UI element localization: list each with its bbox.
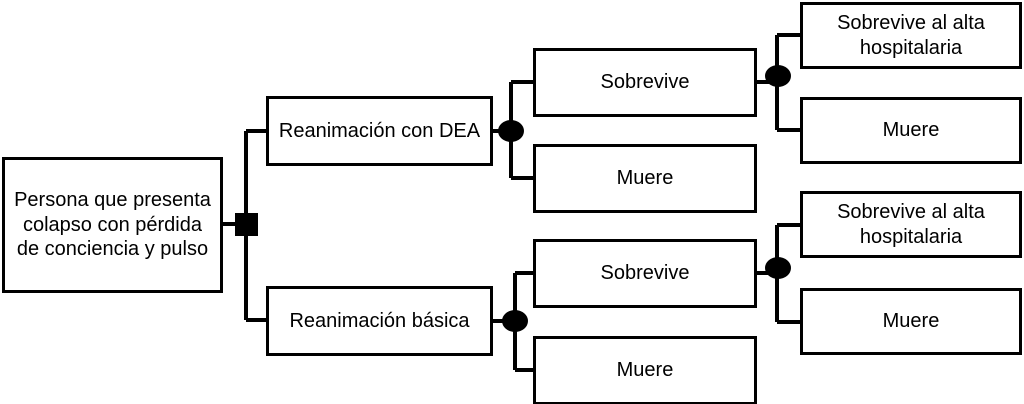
node-basica-terminal-muere[interactable]: Muere [800, 288, 1022, 355]
node-basica-terminal-alta-label: Sobrevive al alta hospitalaria [837, 201, 985, 248]
node-basica-outcome-muere-label: Muere [616, 359, 674, 382]
node-dea-outcome-muere[interactable]: Muere [533, 144, 757, 213]
node-dea-outcome-sobrevive-label: Sobrevive [600, 71, 690, 94]
node-dea-terminal-alta[interactable]: Sobrevive al alta hospitalaria [800, 2, 1022, 69]
node-dea-outcome-muere-label: Muere [616, 167, 674, 190]
chance-node-basica-sobrevive[interactable] [765, 257, 791, 279]
node-basica-terminal-alta[interactable]: Sobrevive al alta hospitalaria [800, 191, 1022, 258]
node-strategy-dea[interactable]: Reanimación con DEA [266, 96, 493, 166]
node-strategy-dea-label: Reanimación con DEA [278, 119, 481, 142]
chance-node-dea[interactable] [498, 120, 524, 142]
chance-node-dea-sobrevive[interactable] [765, 65, 791, 87]
node-basica-outcome-muere[interactable]: Muere [533, 336, 757, 404]
node-dea-terminal-alta-label: Sobrevive al alta hospitalaria [837, 12, 985, 59]
decision-node-square[interactable] [235, 213, 258, 236]
node-strategy-basica[interactable]: Reanimación básica [266, 286, 493, 356]
node-basica-terminal-muere-label: Muere [882, 310, 940, 333]
node-root-population[interactable]: Persona que presenta colapso con pérdida… [2, 157, 223, 293]
node-strategy-basica-label: Reanimación básica [289, 309, 470, 332]
node-root-label: Persona que presenta colapso con pérdida… [14, 189, 211, 261]
node-dea-terminal-muere-label: Muere [882, 119, 940, 142]
chance-node-basica[interactable] [502, 310, 528, 332]
node-basica-outcome-sobrevive[interactable]: Sobrevive [533, 239, 757, 308]
node-dea-terminal-muere[interactable]: Muere [800, 97, 1022, 164]
node-basica-outcome-sobrevive-label: Sobrevive [600, 262, 690, 285]
node-dea-outcome-sobrevive[interactable]: Sobrevive [533, 48, 757, 117]
